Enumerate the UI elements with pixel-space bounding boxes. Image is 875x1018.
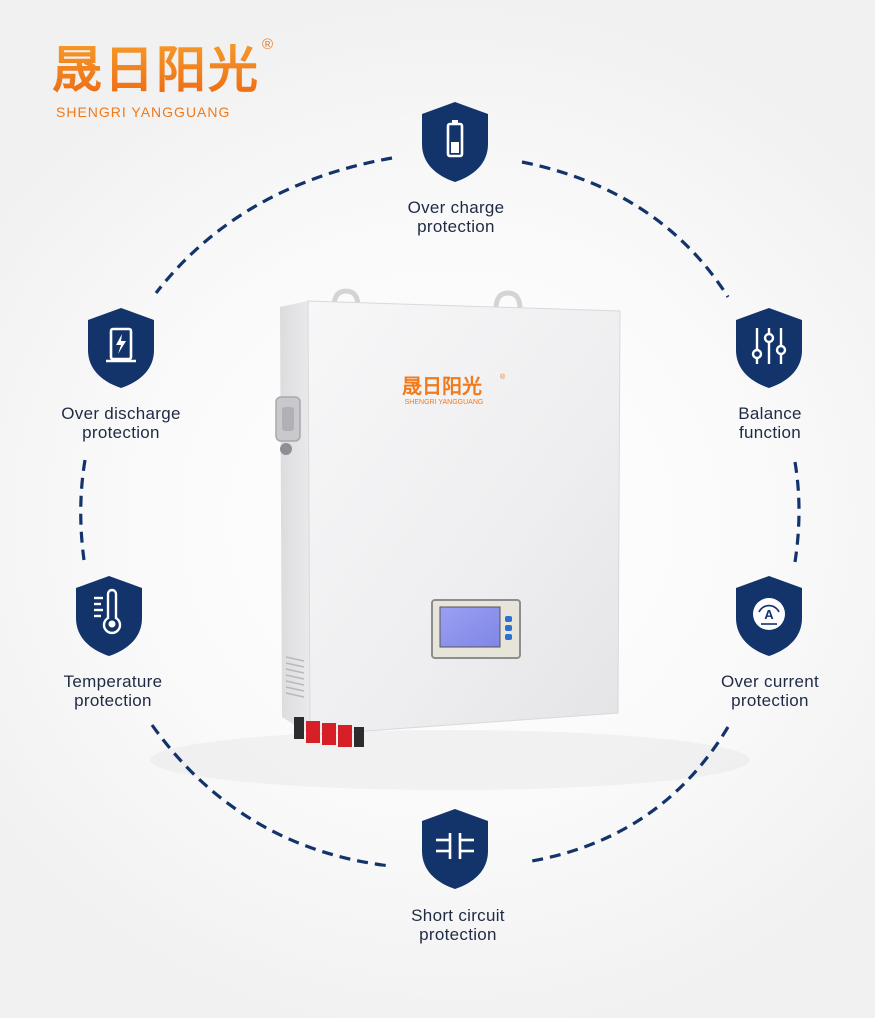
registered-mark: ®: [262, 36, 274, 53]
discharge-icon: [106, 327, 136, 363]
short-circuit-line2: protection: [419, 924, 497, 944]
sliders-icon: [751, 328, 787, 364]
balance-line2: function: [739, 422, 801, 442]
ammeter-icon: A: [753, 598, 785, 630]
over-charge-line1: Over charge: [407, 198, 505, 217]
ring-arc-top-left: [154, 156, 393, 294]
temperature-line2: protection: [74, 690, 152, 710]
ring-arc-right: [793, 461, 801, 563]
temperature-line1: Temperature: [63, 672, 163, 691]
device-logo-en: SHENGRI YANGGUANG: [405, 399, 484, 406]
brand-logo: 晟日阳光 ® SHENGRI YANGGUANG: [52, 36, 282, 128]
over-current-line1: Over current: [720, 672, 820, 691]
thermometer-icon: [94, 588, 122, 635]
over-discharge-line1: Over discharge: [61, 404, 181, 423]
brand-name-chinese: 晟日阳光: [52, 41, 260, 99]
short-circuit-badge: [418, 807, 492, 891]
over-charge-badge: [418, 100, 492, 184]
ring-arc-top-right: [521, 160, 730, 298]
temperature-label: Temperature protection: [13, 672, 213, 710]
circuit-break-icon: [436, 833, 474, 859]
over-discharge-line2: protection: [82, 422, 160, 442]
temperature-badge: [72, 574, 146, 658]
balance-label: Balance function: [670, 404, 870, 442]
over-current-line2: protection: [731, 690, 809, 710]
over-discharge-badge: [84, 306, 158, 390]
svg-text:A: A: [764, 607, 774, 622]
over-charge-label: Over charge protection: [356, 198, 556, 236]
device-logo-cn: 晟日阳光: [402, 374, 482, 398]
ring-arc-bottom-left: [150, 724, 391, 868]
short-circuit-line1: Short circuit: [411, 906, 505, 925]
ring-arc-left: [79, 459, 87, 561]
balance-badge: [732, 306, 806, 390]
over-current-badge: A: [732, 574, 806, 658]
battery-product-image: 晟日阳光 SHENGRI YANGGUANG ®: [275, 288, 621, 747]
battery-icon: [446, 120, 464, 158]
short-circuit-label: Short circuit protection: [358, 906, 558, 944]
ring-arc-bottom-right: [525, 726, 730, 864]
over-charge-line2: protection: [417, 216, 495, 236]
balance-line1: Balance: [738, 404, 802, 423]
over-discharge-label: Over discharge protection: [21, 404, 221, 442]
svg-text:®: ®: [500, 373, 506, 381]
brand-name-english: SHENGRI YANGGUANG: [56, 104, 231, 120]
over-current-label: Over current protection: [670, 672, 870, 710]
